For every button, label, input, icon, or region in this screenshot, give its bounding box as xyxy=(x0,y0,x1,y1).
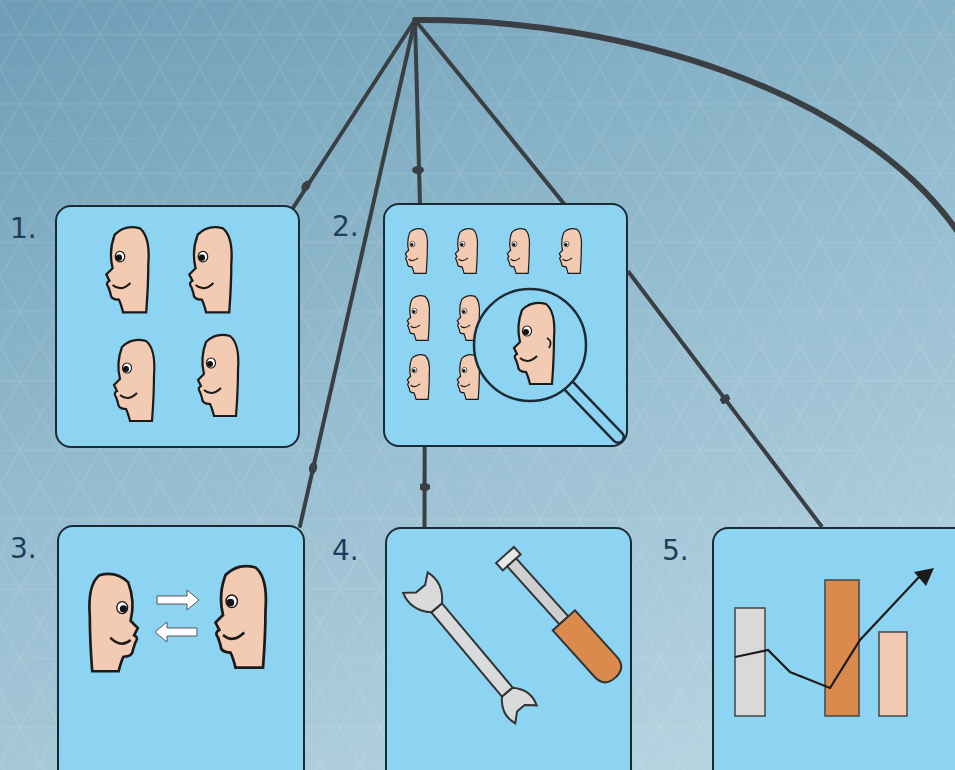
chart xyxy=(735,568,934,716)
face xyxy=(106,227,148,312)
trend-arrowhead xyxy=(914,568,934,586)
ear xyxy=(547,338,551,348)
face xyxy=(405,229,427,274)
face xyxy=(216,566,266,667)
magnifier-handle xyxy=(568,385,618,437)
bar xyxy=(735,608,765,716)
face xyxy=(407,296,429,341)
hub-line xyxy=(415,20,565,205)
face xyxy=(455,229,477,274)
magnified-face xyxy=(514,303,554,384)
picture-box: 3. xyxy=(57,525,305,770)
connector-line xyxy=(628,271,822,527)
curved-line xyxy=(415,20,955,232)
bar xyxy=(879,632,907,716)
face xyxy=(189,227,231,312)
face xyxy=(457,296,479,341)
bead xyxy=(299,179,312,193)
callout-number: 4. xyxy=(332,537,359,565)
face xyxy=(407,355,429,400)
bead xyxy=(308,461,318,474)
callout-number: 1. xyxy=(10,215,37,243)
picture-box: 5. xyxy=(712,527,955,770)
bead xyxy=(412,166,424,174)
arrow-right xyxy=(157,590,199,610)
face xyxy=(114,340,154,421)
face xyxy=(507,229,529,274)
arrow-left xyxy=(155,622,197,642)
face xyxy=(457,355,479,400)
callout-number: 5. xyxy=(662,537,689,565)
picture-box: 4. xyxy=(385,527,632,770)
exchange xyxy=(89,566,266,671)
face xyxy=(559,229,581,274)
picture-box: 1. xyxy=(55,205,300,448)
faces-group xyxy=(106,227,238,421)
hub-line xyxy=(293,20,415,208)
magnifier-lens xyxy=(474,289,586,401)
callout-number: 2. xyxy=(332,213,359,241)
face xyxy=(89,574,137,671)
screwdriver xyxy=(494,545,627,688)
callout-number: 3. xyxy=(10,535,37,563)
tools xyxy=(402,545,627,726)
picture-box: 2. xyxy=(383,203,628,447)
hub-lines xyxy=(293,20,955,526)
bar xyxy=(825,580,859,716)
magnifier-handle xyxy=(568,385,618,437)
trend-line xyxy=(735,576,920,688)
hub-line xyxy=(415,20,420,205)
crowd-search xyxy=(405,229,618,437)
connector-line xyxy=(423,447,427,527)
wrench xyxy=(402,571,540,726)
face xyxy=(198,335,238,416)
